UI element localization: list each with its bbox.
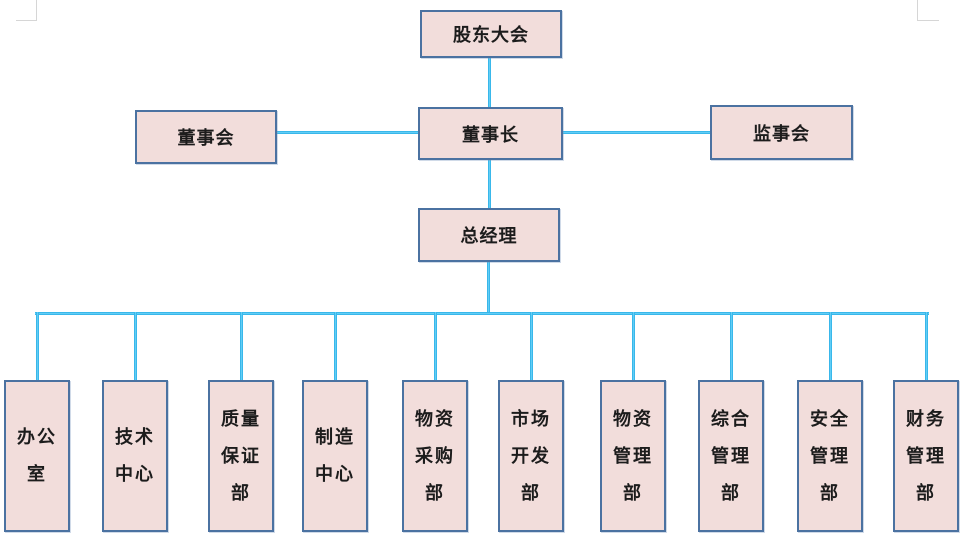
node-label: 董事长 — [462, 124, 519, 146]
node-dept-material-management[interactable]: 物资管理部 — [600, 380, 666, 532]
node-dept-safety-management[interactable]: 安全管理部 — [797, 380, 863, 532]
node-label: 技术中心 — [115, 427, 155, 485]
page-corner-mark-top-left — [16, 0, 37, 21]
connector-drop-dept-8 — [730, 312, 733, 381]
node-label: 监事会 — [753, 123, 810, 145]
node-label: 物资管理部 — [613, 408, 653, 504]
node-dept-office[interactable]: 办公室 — [4, 380, 70, 532]
connector-drop-dept-2 — [134, 312, 137, 381]
node-dept-material-purchasing[interactable]: 物资采购部 — [402, 380, 468, 532]
connector-drop-dept-5 — [434, 312, 437, 381]
connector-chairman-supervisory — [561, 131, 712, 134]
connector-drop-dept-1 — [36, 312, 39, 381]
node-shareholders-meeting[interactable]: 股东大会 — [420, 10, 562, 58]
connector-chairman-gm — [488, 158, 491, 210]
node-label: 股东大会 — [453, 25, 529, 46]
connector-drop-dept-6 — [530, 312, 533, 381]
connector-board-chairman — [275, 131, 420, 134]
node-label: 物资采购部 — [415, 408, 455, 504]
node-label: 办公室 — [17, 427, 57, 485]
node-label: 安全管理部 — [810, 408, 850, 504]
connector-shareholders-chairman — [488, 57, 491, 109]
node-label: 综合管理部 — [711, 408, 751, 504]
node-chairman[interactable]: 董事长 — [418, 107, 563, 160]
connector-drop-dept-4 — [334, 312, 337, 381]
node-label: 财务管理部 — [906, 408, 946, 504]
node-dept-finance-management[interactable]: 财务管理部 — [893, 380, 959, 532]
connector-drop-dept-3 — [240, 312, 243, 381]
connector-drop-dept-9 — [829, 312, 832, 381]
connector-drop-dept-7 — [632, 312, 635, 381]
page-corner-mark-top-right — [917, 0, 939, 21]
node-label: 制造中心 — [315, 427, 355, 485]
node-dept-general-management[interactable]: 综合管理部 — [698, 380, 764, 532]
node-label: 质量保证部 — [221, 408, 261, 504]
connector-trunk — [35, 312, 929, 315]
node-general-manager[interactable]: 总经理 — [418, 208, 560, 262]
node-dept-manufacturing-center[interactable]: 制造中心 — [302, 380, 368, 532]
node-dept-technology-center[interactable]: 技术中心 — [102, 380, 168, 532]
node-label: 总经理 — [460, 226, 518, 247]
node-supervisory-board[interactable]: 监事会 — [710, 105, 853, 160]
node-label: 董事会 — [177, 128, 235, 149]
node-board-of-directors[interactable]: 董事会 — [135, 110, 277, 164]
node-dept-market-development[interactable]: 市场开发部 — [498, 380, 564, 532]
connector-gm-trunk — [487, 260, 490, 313]
connector-drop-dept-10 — [925, 312, 928, 381]
node-dept-quality-assurance[interactable]: 质量保证部 — [208, 380, 274, 532]
node-label: 市场开发部 — [511, 408, 551, 504]
